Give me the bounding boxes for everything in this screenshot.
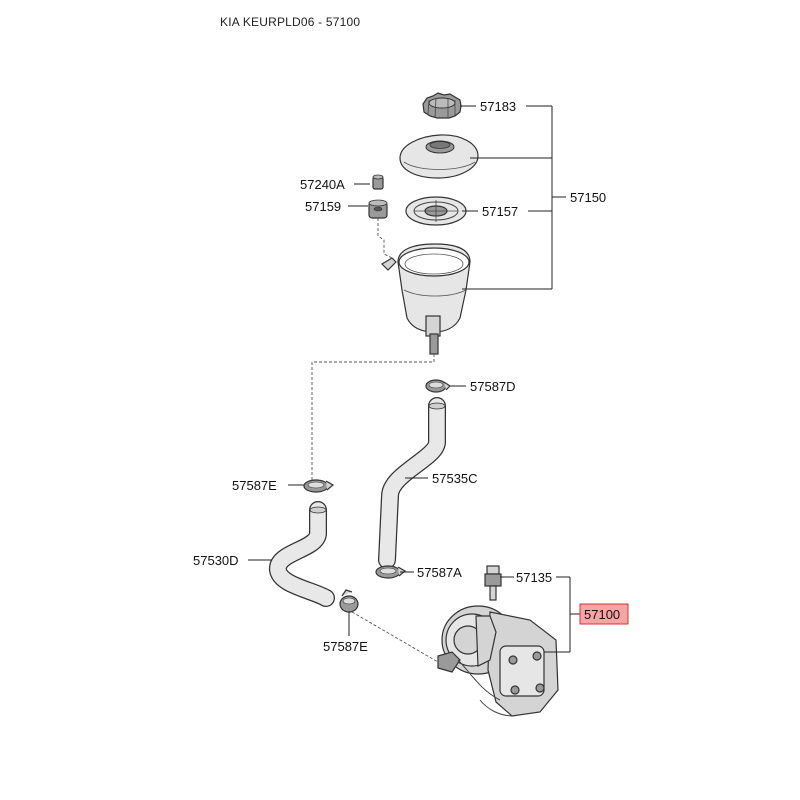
label-57530D: 57530D (193, 553, 239, 568)
page-title: KIA KEURPLD06 - 57100 (220, 15, 361, 29)
label-57159: 57159 (305, 199, 341, 214)
label-57240A: 57240A (300, 177, 345, 192)
clamp-57587E-bottom[interactable] (339, 589, 359, 613)
label-57587E-bottom: 57587E (323, 639, 368, 654)
reservoir-lid[interactable] (399, 134, 479, 179)
clamp-57587D[interactable] (425, 379, 451, 393)
label-57587D: 57587D (470, 379, 516, 394)
bushing-57240A[interactable] (372, 174, 384, 190)
hose-57530D[interactable] (269, 501, 335, 607)
reservoir-body[interactable] (381, 243, 471, 355)
label-57150: 57150 (570, 190, 606, 205)
grommet-57159[interactable] (368, 199, 388, 219)
hose-57535C[interactable] (378, 397, 446, 569)
highlight-box-57100 (579, 603, 629, 625)
label-57100: 57100 (584, 607, 620, 622)
label-57587E-top: 57587E (232, 478, 277, 493)
label-57135: 57135 (516, 570, 552, 585)
clamp-57587E-top[interactable] (303, 479, 335, 493)
clamp-57587A[interactable] (375, 565, 407, 579)
label-57157: 57157 (482, 204, 518, 219)
label-57587A: 57587A (417, 565, 462, 580)
label-57535C: 57535C (432, 471, 478, 486)
reservoir-cap-57183[interactable] (422, 92, 462, 119)
label-57183: 57183 (480, 99, 516, 114)
fitting-57135[interactable] (484, 565, 502, 601)
power-steering-pump-57100[interactable] (437, 605, 559, 717)
strainer-57157[interactable] (405, 196, 467, 226)
